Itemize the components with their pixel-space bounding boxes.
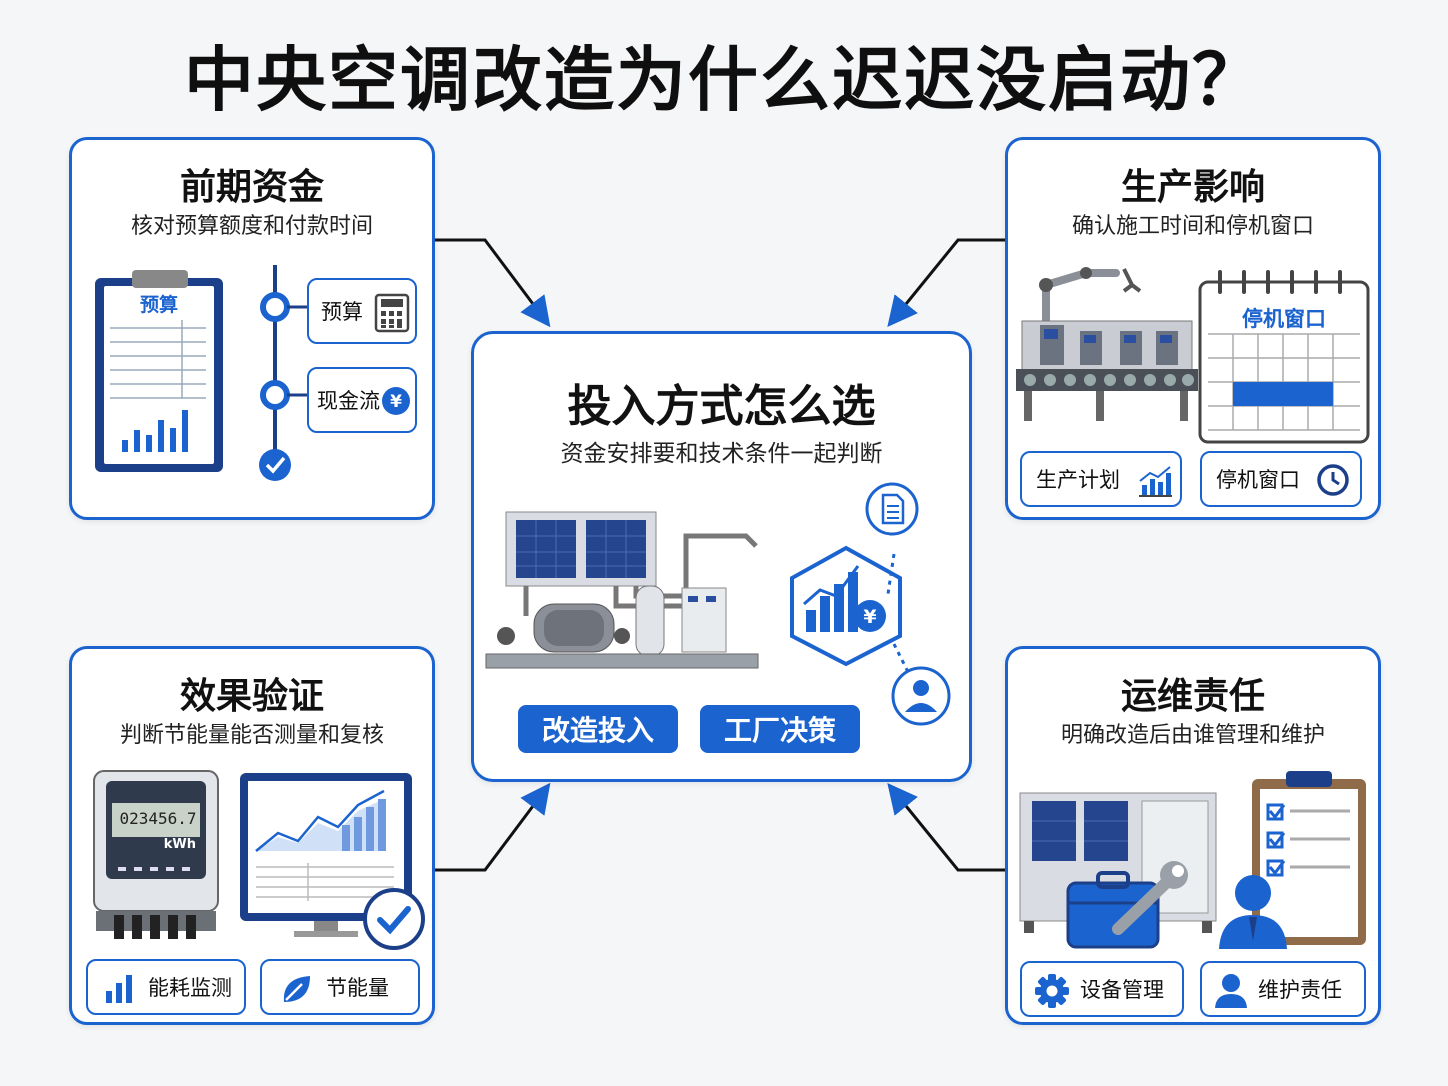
production-line-icon [1016,267,1198,421]
downtime-pill-label: 停机窗口 [1216,468,1300,492]
svg-text:¥: ¥ [863,606,876,628]
verification-card: 效果验证 判断节能量能否测量和复核 023456.7 kWh 能耗监测 [69,646,435,1025]
energy-monitoring-label: 能耗监测 [148,976,232,1000]
factory-decision-button[interactable]: 工厂决策 [700,705,860,753]
maintenance-title: 运维责任 [1120,676,1265,717]
leaf-icon [283,976,310,1002]
center-card: 投入方式怎么选 资金安排要和技术条件一起判断 ¥ [471,331,972,782]
document-icon [865,482,919,536]
hvac-unit-icon [1019,792,1217,949]
center-subtitle: 资金安排要和技术条件一起判断 [560,441,883,467]
page-title: 中央空调改造为什么迟迟没启动？ [184,39,1264,121]
cashflow-pill-label: 现金流 [317,389,380,413]
production-card: 生产影响 确认施工时间和停机窗口 停机窗口 生产计划 [1005,137,1381,520]
bar-chart-icon [1139,466,1172,497]
finance-analysis-icon: ¥ [790,545,902,667]
maintenance-responsibility-pill: 维护责任 [1200,961,1366,1017]
retrofit-investment-button[interactable]: 改造投入 [518,705,678,753]
maintenance-responsibility-label: 维护责任 [1258,978,1342,1002]
downtime-calendar-icon [1198,270,1370,444]
meter-reading: 023456.7 [119,809,197,828]
budget-pill-label: 预算 [321,300,363,324]
energy-savings-label: 节能量 [326,976,389,1000]
maintenance-subtitle: 明确改造后由谁管理和维护 [1060,723,1325,748]
monitor-chart-icon [240,773,412,937]
yen-icon: ¥ [382,387,410,415]
verification-title: 效果验证 [179,676,324,717]
production-plan-label: 生产计划 [1036,468,1120,492]
arrow-production [887,238,1005,327]
energy-bars-icon [106,975,132,1003]
svg-text:¥: ¥ [390,392,402,412]
production-subtitle: 确认施工时间和停机窗口 [1071,214,1314,239]
chiller-equipment-icon [485,511,759,669]
funding-timeline [259,265,291,481]
meter-unit: kWh [163,837,196,852]
checklist-clipboard-icon [1252,771,1366,945]
equipment-management-pill: 设备管理 [1020,961,1184,1017]
funding-card: 前期资金 核对预算额度和付款时间 预算 [69,137,435,520]
funding-subtitle: 核对预算额度和付款时间 [130,214,373,239]
maintainer-person-icon [1219,875,1287,949]
gear-icon [1035,974,1069,1008]
cashflow-pill: 现金流 ¥ [307,367,417,433]
verification-subtitle: 判断节能量能否测量和复核 [119,723,384,748]
verified-check-icon [363,888,425,950]
person-icon [1215,974,1247,1008]
user-icon [891,666,951,726]
arrow-verification [435,782,551,872]
calendar-label: 停机窗口 [1242,307,1326,331]
maintenance-card: 运维责任 明确改造后由谁管理和维护 [1005,646,1381,1025]
budget-pill: 预算 [307,278,417,344]
clipboard-label: 预算 [139,294,178,316]
energy-savings-pill: 节能量 [260,959,420,1015]
equipment-management-label: 设备管理 [1080,978,1164,1002]
arrow-funding [435,238,551,328]
downtime-pill: 停机窗口 [1200,451,1362,507]
timeline-links [287,305,307,397]
center-title: 投入方式怎么选 [567,381,876,432]
budget-clipboard-icon [92,270,226,475]
production-plan-pill: 生产计划 [1020,451,1182,507]
energy-meter-icon [93,770,219,939]
production-title: 生产影响 [1120,167,1265,208]
clock-icon [1317,464,1349,496]
calculator-icon [374,293,410,333]
energy-monitoring-pill: 能耗监测 [86,959,246,1015]
funding-title: 前期资金 [179,167,324,208]
arrow-maintenance [887,783,1005,872]
